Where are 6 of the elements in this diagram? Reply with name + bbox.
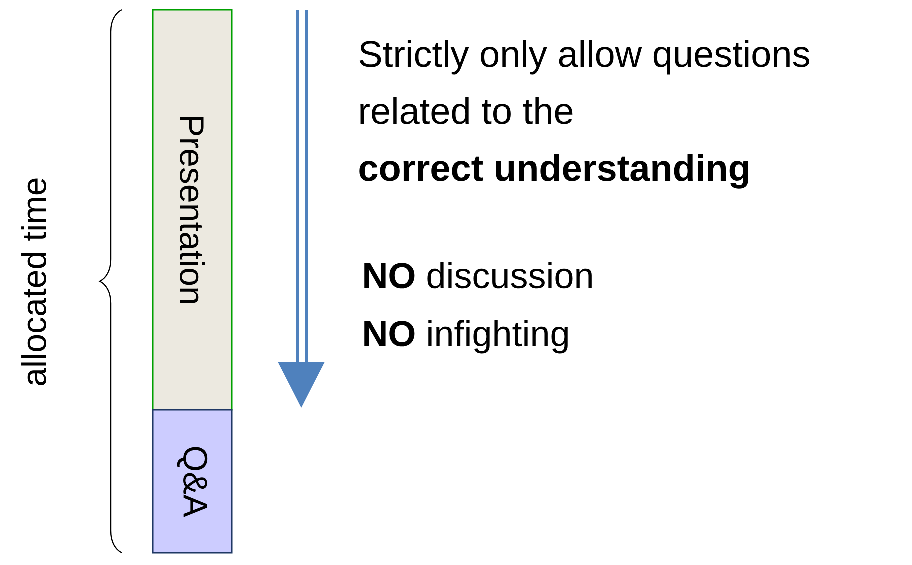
note-text: Strictly only allow questions related to the correct understanding xyxy=(360,40,810,189)
rule-text: NO infighting xyxy=(364,320,568,354)
rule-text: NO discussion xyxy=(364,262,592,289)
axis-label: allocated time xyxy=(22,178,46,386)
time-block: Presentation xyxy=(152,9,233,411)
time-block: Q&A xyxy=(152,409,233,554)
